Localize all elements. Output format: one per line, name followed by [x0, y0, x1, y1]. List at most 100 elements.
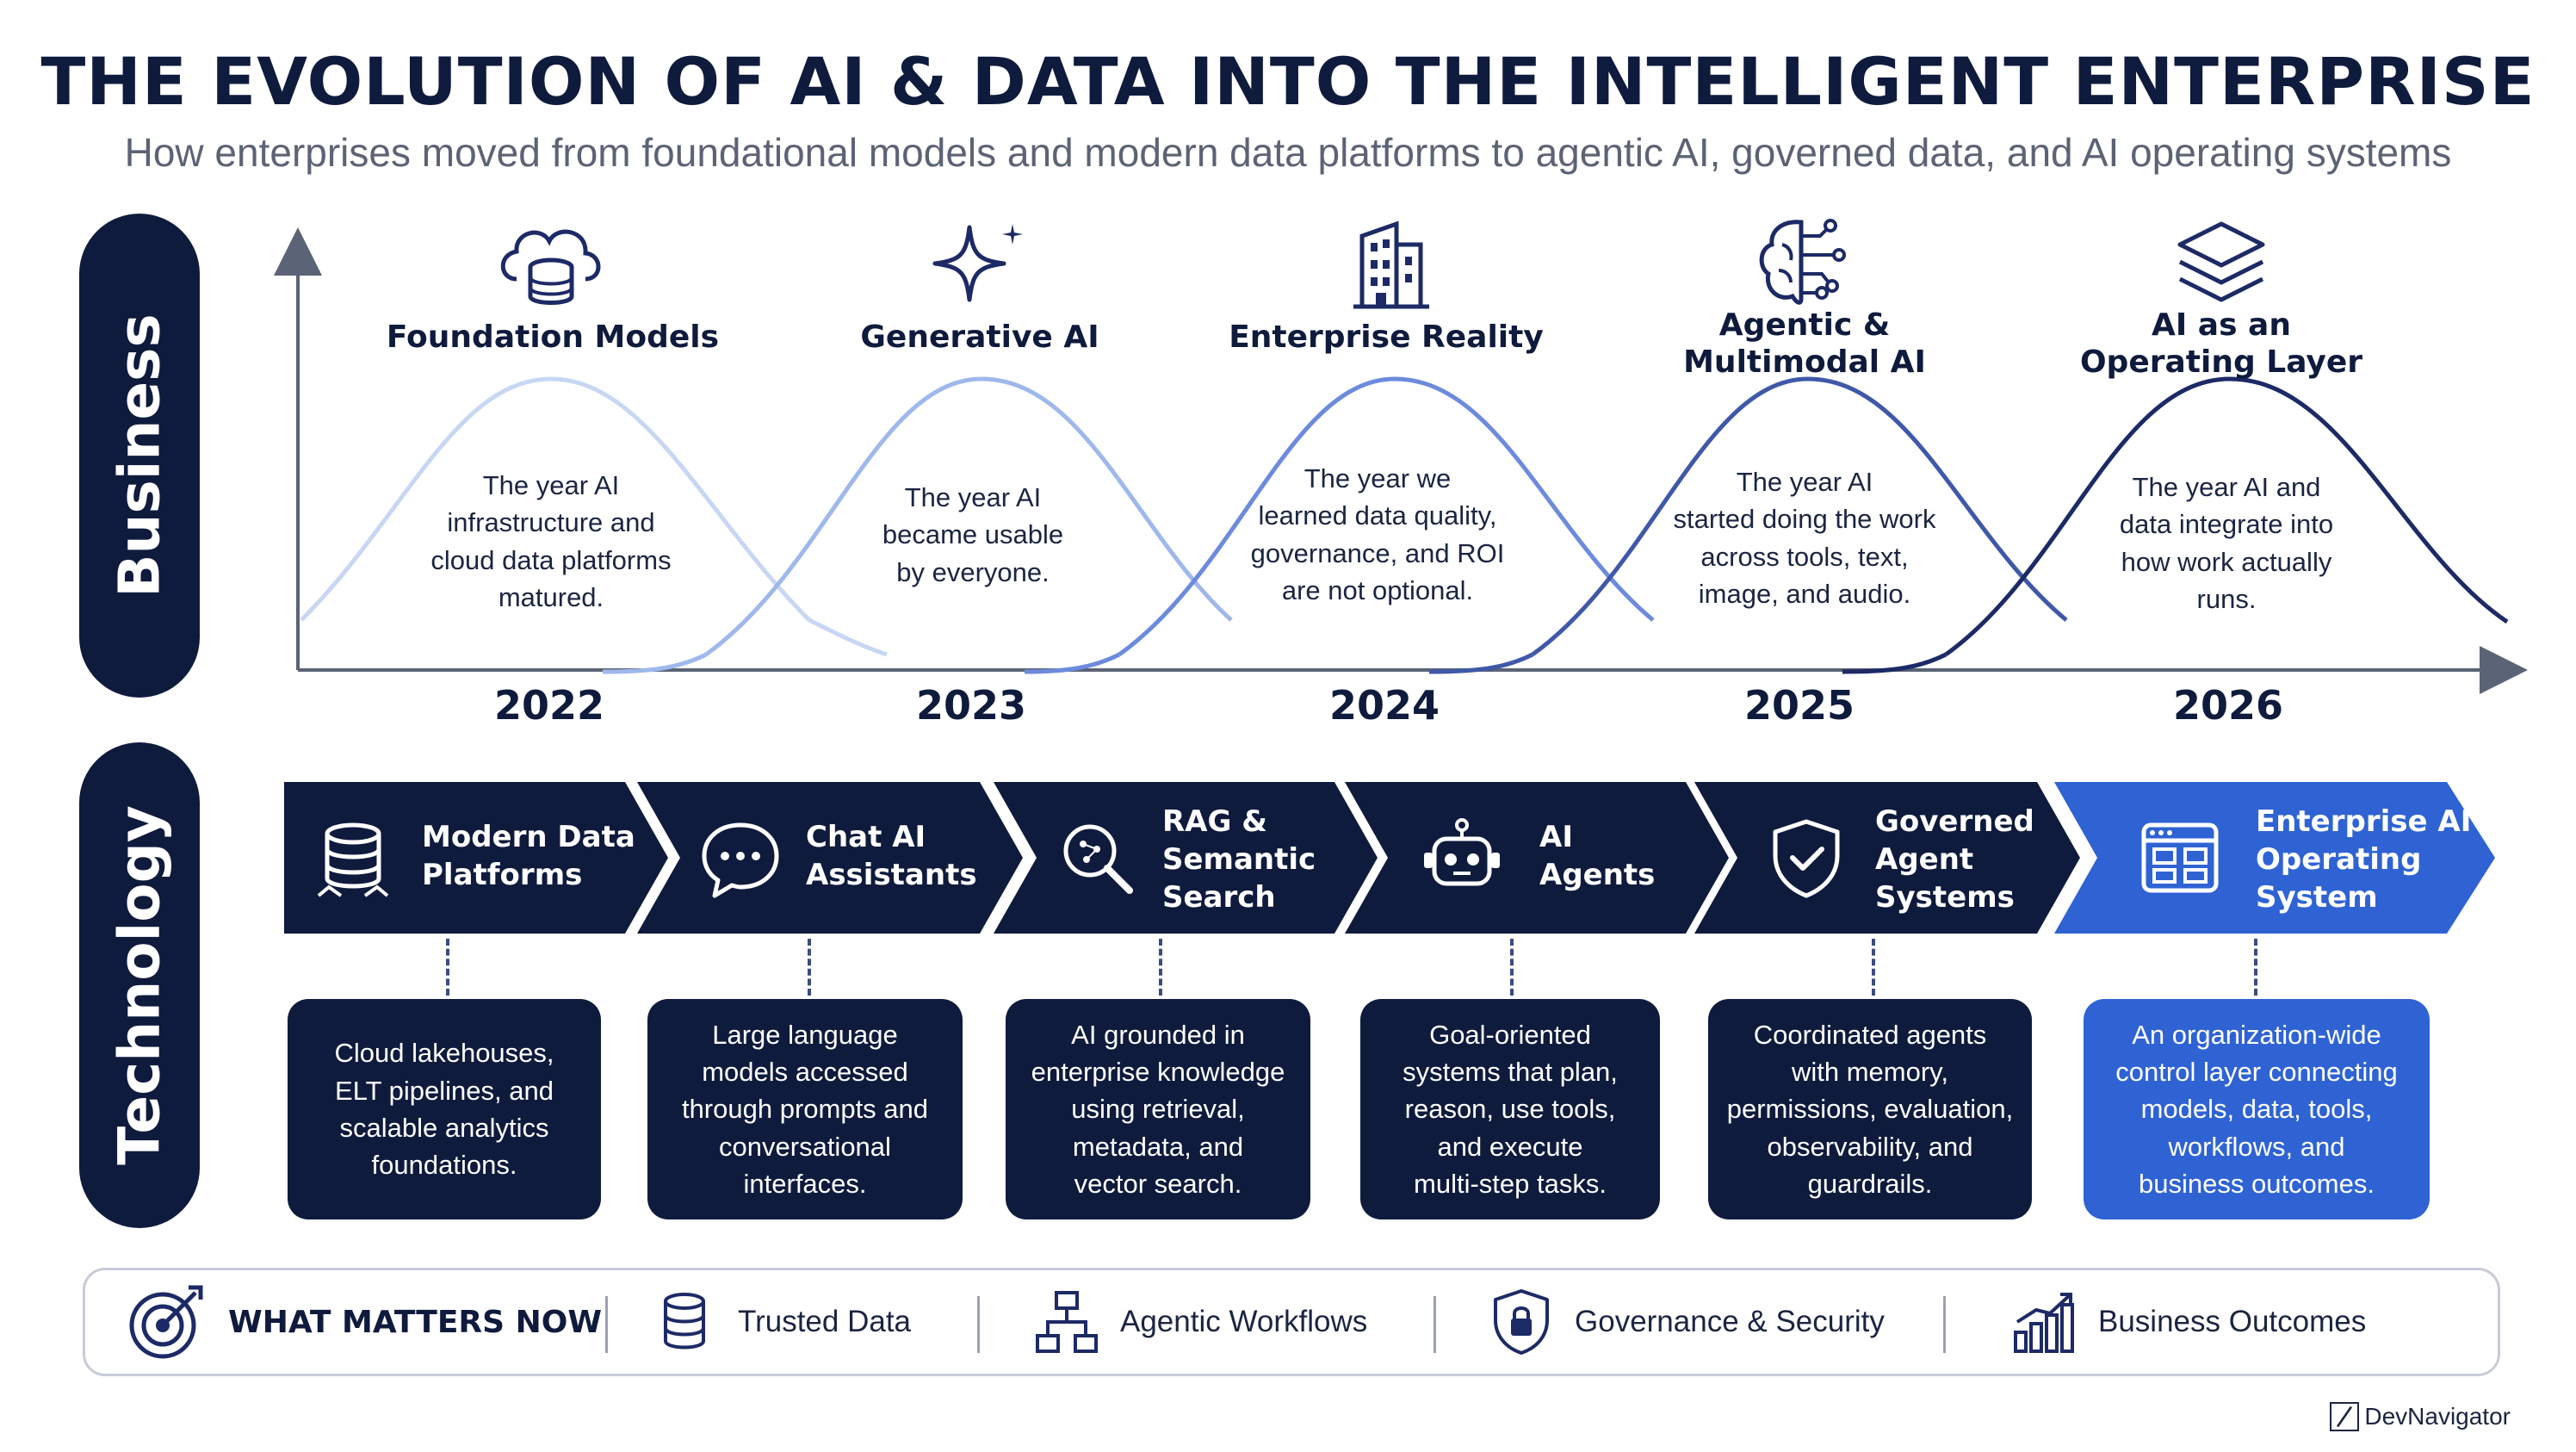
- dashboard-window-icon: [2137, 815, 2223, 901]
- era-desc-2022: The year AI infrastructure and cloud dat…: [387, 467, 715, 617]
- brain-circuit-icon: [1744, 210, 1865, 313]
- tech-label-line: Enterprise AI: [2256, 804, 2472, 839]
- era-title-2024: Enterprise Reality: [1229, 320, 1544, 355]
- tech-desc-line: through prompts and: [681, 1094, 929, 1125]
- sparkle-icon: [918, 210, 1038, 313]
- brand-name: DevNavigator: [2364, 1403, 2511, 1430]
- tech-desc-line: systems that plan,: [1403, 1056, 1618, 1087]
- building-icon: [1331, 210, 1452, 313]
- tech-label-line: System: [2256, 880, 2378, 915]
- year-2025: 2025: [1743, 682, 1855, 729]
- shield-check-icon: [1763, 815, 1849, 901]
- magnifier-icon: [1054, 815, 1140, 901]
- tech-label-chat-ai-assistants: Chat AI Assistants: [806, 818, 977, 894]
- technology-section-label: Technology: [79, 742, 200, 1228]
- tech-desc-line: models accessed: [702, 1056, 908, 1087]
- layers-icon: [2161, 210, 2282, 313]
- era-desc-line: image, and audio.: [1698, 579, 1911, 610]
- what-matters-now-heading: WHAT MATTERS NOW: [123, 1270, 602, 1374]
- brand-mark-icon: [2330, 1402, 2360, 1431]
- page-subtitle: How enterprises moved from foundational …: [124, 130, 2452, 175]
- tech-desc-line: guardrails.: [1807, 1169, 1933, 1200]
- tech-label-line: RAG &: [1162, 804, 1267, 839]
- era-desc-line: across tools, text,: [1700, 541, 1909, 572]
- era-desc-line: runs.: [2196, 584, 2257, 615]
- tech-desc-line: AI grounded in: [1071, 1019, 1245, 1050]
- tech-desc-line: permissions, evaluation,: [1726, 1094, 2014, 1125]
- era-title-2026: AI as an Operating Layer: [2040, 307, 2402, 381]
- tech-desc-line: An organization-wide: [2132, 1019, 2381, 1050]
- tech-step-ai-agents: AI Agents: [1345, 782, 1729, 934]
- tech-desc-line: scalable analytics: [339, 1113, 549, 1143]
- tech-label-enterprise-ai-operating-system: Enterprise AI Operating System: [2256, 803, 2471, 917]
- tech-label-line: Semantic: [1162, 842, 1316, 878]
- era-title-2023: Generative AI: [860, 320, 1099, 355]
- tech-label-line: Operating: [2256, 842, 2422, 878]
- era-desc-line: The year AI: [482, 470, 620, 500]
- tech-label-line: Governed: [1875, 804, 2034, 839]
- matters-label-agentic-workflows: Agentic Workflows: [1120, 1305, 1368, 1338]
- tech-desc-rag-semantic-search: AI grounded in enterprise knowledge usin…: [1006, 999, 1310, 1219]
- era-title-2022: Foundation Models: [386, 320, 720, 355]
- tech-desc-line: Goal-oriented: [1429, 1019, 1591, 1050]
- database-icon: [650, 1288, 719, 1356]
- chat-bubble-icon: [697, 815, 783, 901]
- era-title-2025-line-2: Multimodal AI: [1683, 344, 1926, 381]
- tech-step-governed-agent-systems: Governed Agent Systems: [1694, 782, 2080, 934]
- era-desc-line: data integrate into: [2119, 509, 2334, 540]
- tech-step-modern-data-platforms: Modern Data Platforms: [284, 782, 668, 934]
- tech-desc-line: Large language: [712, 1019, 898, 1050]
- era-desc-line: infrastructure and: [447, 507, 655, 538]
- tech-desc-line: ELT pipelines, and: [335, 1075, 554, 1106]
- era-desc-line: The year we: [1303, 463, 1452, 493]
- matters-label-business-outcomes: Business Outcomes: [2098, 1305, 2367, 1338]
- matters-item-agentic-workflows: Agentic Workflows: [1032, 1270, 1367, 1374]
- connector-line: [2254, 939, 2257, 996]
- tech-desc-line: vector search.: [1074, 1169, 1242, 1200]
- tech-label-rag-semantic-search: RAG & Semantic Search: [1162, 803, 1316, 917]
- connector-line: [446, 939, 449, 996]
- era-desc-line: by everyone.: [896, 556, 1050, 587]
- wave-2026-head: [1842, 652, 1947, 674]
- business-section-label: Business: [79, 214, 200, 698]
- connector-line: [1510, 939, 1514, 996]
- wave-2022-tail: [808, 617, 888, 657]
- tech-label-line: Assistants: [806, 858, 977, 893]
- era-title-2025-line-1: Agentic &: [1718, 307, 1891, 343]
- tech-desc-line: observability, and: [1767, 1131, 1973, 1162]
- tech-desc-line: and execute: [1437, 1131, 1583, 1162]
- matters-item-business-outcomes: Business Outcomes: [2010, 1270, 2366, 1374]
- era-title-2026-line-2: Operating Layer: [2079, 344, 2363, 381]
- tech-desc-line: conversational: [719, 1131, 891, 1162]
- tech-desc-line: business outcomes.: [2139, 1169, 2375, 1200]
- era-desc-line: The year AI: [904, 482, 1042, 512]
- cloud-database-icon: [491, 210, 611, 313]
- tech-desc-line: metadata, and: [1072, 1131, 1244, 1162]
- year-2023: 2023: [915, 682, 1027, 729]
- era-desc-2026: The year AI and data integrate into how …: [2063, 468, 2390, 618]
- era-desc-line: The year AI: [1736, 467, 1873, 497]
- era-desc-2025: The year AI started doing the work acros…: [1641, 463, 1968, 613]
- tech-desc-line: interfaces.: [743, 1169, 867, 1200]
- divider: [977, 1296, 980, 1353]
- divider: [605, 1296, 608, 1353]
- era-desc-2023: The year AI became usable by everyone.: [809, 479, 1136, 591]
- era-desc-line: governance, and ROI: [1250, 537, 1505, 568]
- matters-label-governance-security: Governance & Security: [1575, 1305, 1885, 1338]
- tech-desc-governed-agent-systems: Coordinated agents with memory, permissi…: [1708, 999, 2032, 1219]
- tech-desc-line: enterprise knowledge: [1031, 1056, 1285, 1087]
- tech-desc-line: Cloud lakehouses,: [334, 1038, 554, 1069]
- tech-step-enterprise-ai-operating-system: Enterprise AI Operating System: [2054, 782, 2495, 934]
- era-title-2025: Agentic & Multimodal AI: [1624, 307, 1985, 381]
- tech-desc-ai-agents: Goal-oriented systems that plan, reason,…: [1360, 999, 1660, 1219]
- what-matters-now-label: WHAT MATTERS NOW: [228, 1304, 603, 1340]
- era-desc-line: started doing the work: [1673, 504, 1936, 535]
- tech-desc-line: control layer connecting: [2115, 1056, 2398, 1087]
- year-2024: 2024: [1328, 682, 1440, 729]
- tech-label-line: Search: [1162, 880, 1276, 915]
- connector-line: [1872, 939, 1875, 996]
- year-2022: 2022: [493, 682, 605, 729]
- tech-label-line: Modern Data: [422, 820, 635, 854]
- tech-label-line: Systems: [1875, 880, 2015, 915]
- tech-desc-modern-data-platforms: Cloud lakehouses, ELT pipelines, and sca…: [288, 999, 601, 1219]
